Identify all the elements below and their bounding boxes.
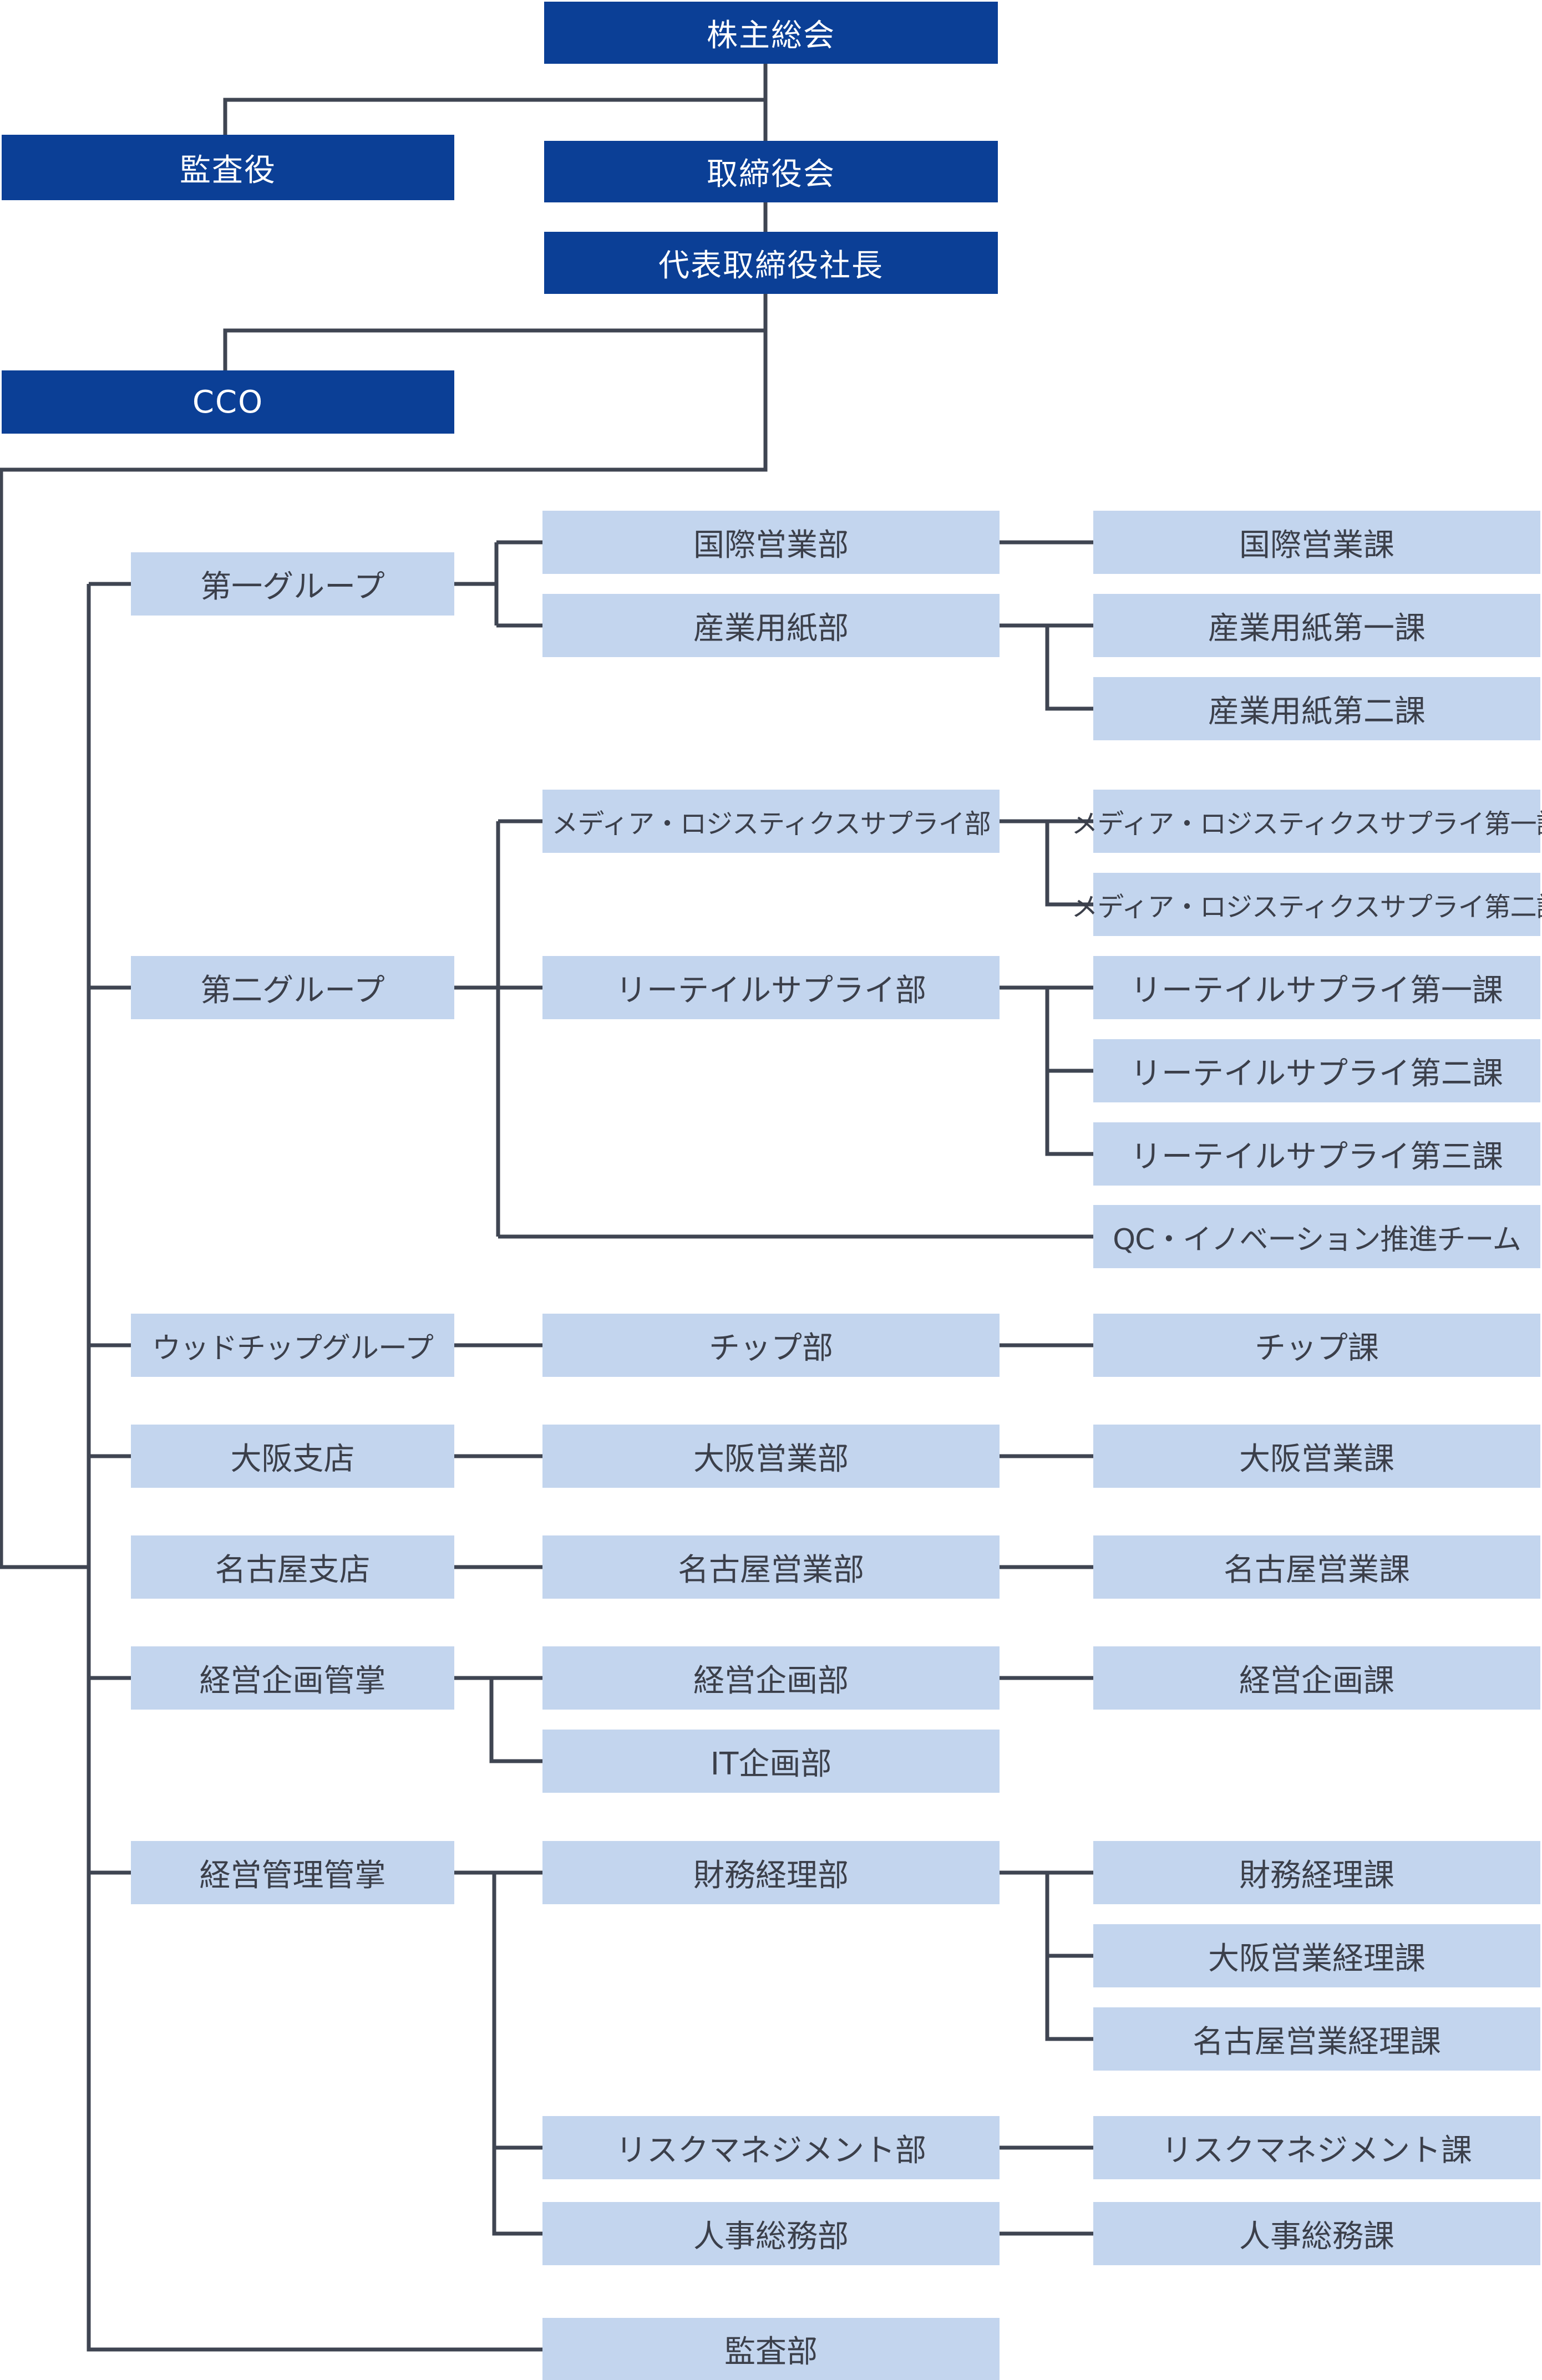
section-box-s18: 人事総務課 bbox=[1093, 2202, 1540, 2265]
dept-box-d10: 財務経理部 bbox=[542, 1841, 1000, 1904]
section-box-s11: 大阪営業課 bbox=[1093, 1425, 1540, 1488]
section-box-s17: リスクマネジメント課 bbox=[1093, 2116, 1540, 2179]
group-box-g7: 経営管理管掌 bbox=[131, 1841, 454, 1904]
section-box-s14: 財務経理課 bbox=[1093, 1841, 1540, 1904]
connector-president-down bbox=[0, 294, 768, 1569]
connector-auditor bbox=[223, 98, 765, 135]
group-box-g6: 経営企画管掌 bbox=[131, 1646, 454, 1710]
connector-g7-depts bbox=[454, 1870, 542, 2236]
group-box-g5: 名古屋支店 bbox=[131, 1535, 454, 1599]
group-box-g1: 第一グループ bbox=[131, 552, 454, 616]
group-box-g3: ウッドチップグループ bbox=[131, 1314, 454, 1377]
section-box-s15: 大阪営業経理課 bbox=[1093, 1924, 1540, 1987]
group-box-g2: 第二グループ bbox=[131, 956, 454, 1019]
shareholders-meeting-box: 株主総会 bbox=[544, 2, 998, 64]
dept-box-d8: 経営企画部 bbox=[542, 1646, 1000, 1710]
section-box-s7: リーテイルサプライ第二課 bbox=[1093, 1039, 1540, 1102]
connector-d2-sections bbox=[1000, 623, 1093, 711]
dept-box-d6: 大阪営業部 bbox=[542, 1425, 1000, 1488]
connector-cco bbox=[223, 328, 765, 370]
dept-box-d13: 監査部 bbox=[542, 2318, 1000, 2380]
connector-g2-depts bbox=[454, 819, 1093, 1239]
president-box: 代表取締役社長 bbox=[544, 232, 998, 294]
board-box: 取締役会 bbox=[544, 141, 998, 202]
connector-g6-depts bbox=[454, 1676, 542, 1763]
connector-d10-sections bbox=[1000, 1870, 1093, 2041]
section-box-s2: 産業用紙第一課 bbox=[1093, 594, 1540, 657]
dept-box-d12: 人事総務部 bbox=[542, 2202, 1000, 2265]
connector-d4-sections bbox=[1000, 985, 1093, 1156]
connector-group-spine bbox=[87, 584, 542, 2352]
dept-box-d9: IT企画部 bbox=[542, 1730, 1000, 1793]
auditor-box: 監査役 bbox=[2, 135, 454, 200]
section-box-s8: リーテイルサプライ第三課 bbox=[1093, 1122, 1540, 1186]
section-box-s9: QC・イノベーション推進チーム bbox=[1093, 1205, 1540, 1268]
dept-box-d11: リスクマネジメント部 bbox=[542, 2116, 1000, 2179]
section-box-s5: メディア・ロジスティクスサプライ第二課 bbox=[1071, 873, 1542, 936]
dept-box-d7: 名古屋営業部 bbox=[542, 1535, 1000, 1599]
cco-box: CCO bbox=[2, 370, 454, 434]
connector-g1-depts bbox=[454, 540, 542, 628]
section-box-s16: 名古屋営業経理課 bbox=[1093, 2007, 1540, 2071]
section-box-s13: 経営企画課 bbox=[1093, 1646, 1540, 1710]
dept-box-d4: リーテイルサプライ部 bbox=[542, 956, 1000, 1019]
dept-box-d1: 国際営業部 bbox=[542, 511, 1000, 574]
dept-box-d2: 産業用紙部 bbox=[542, 594, 1000, 657]
connector-d3-sections bbox=[1000, 819, 1093, 907]
section-box-s3: 産業用紙第二課 bbox=[1093, 677, 1540, 740]
group-box-g4: 大阪支店 bbox=[131, 1425, 454, 1488]
section-box-s1: 国際営業課 bbox=[1093, 511, 1540, 574]
section-box-s12: 名古屋営業課 bbox=[1093, 1535, 1540, 1599]
section-box-s10: チップ課 bbox=[1093, 1314, 1540, 1377]
dept-box-d5: チップ部 bbox=[542, 1314, 1000, 1377]
section-box-s6: リーテイルサプライ第一課 bbox=[1093, 956, 1540, 1019]
dept-box-d3: メディア・ロジスティクスサプライ部 bbox=[542, 790, 1000, 853]
section-box-s4: メディア・ロジスティクスサプライ第一課 bbox=[1071, 790, 1542, 853]
